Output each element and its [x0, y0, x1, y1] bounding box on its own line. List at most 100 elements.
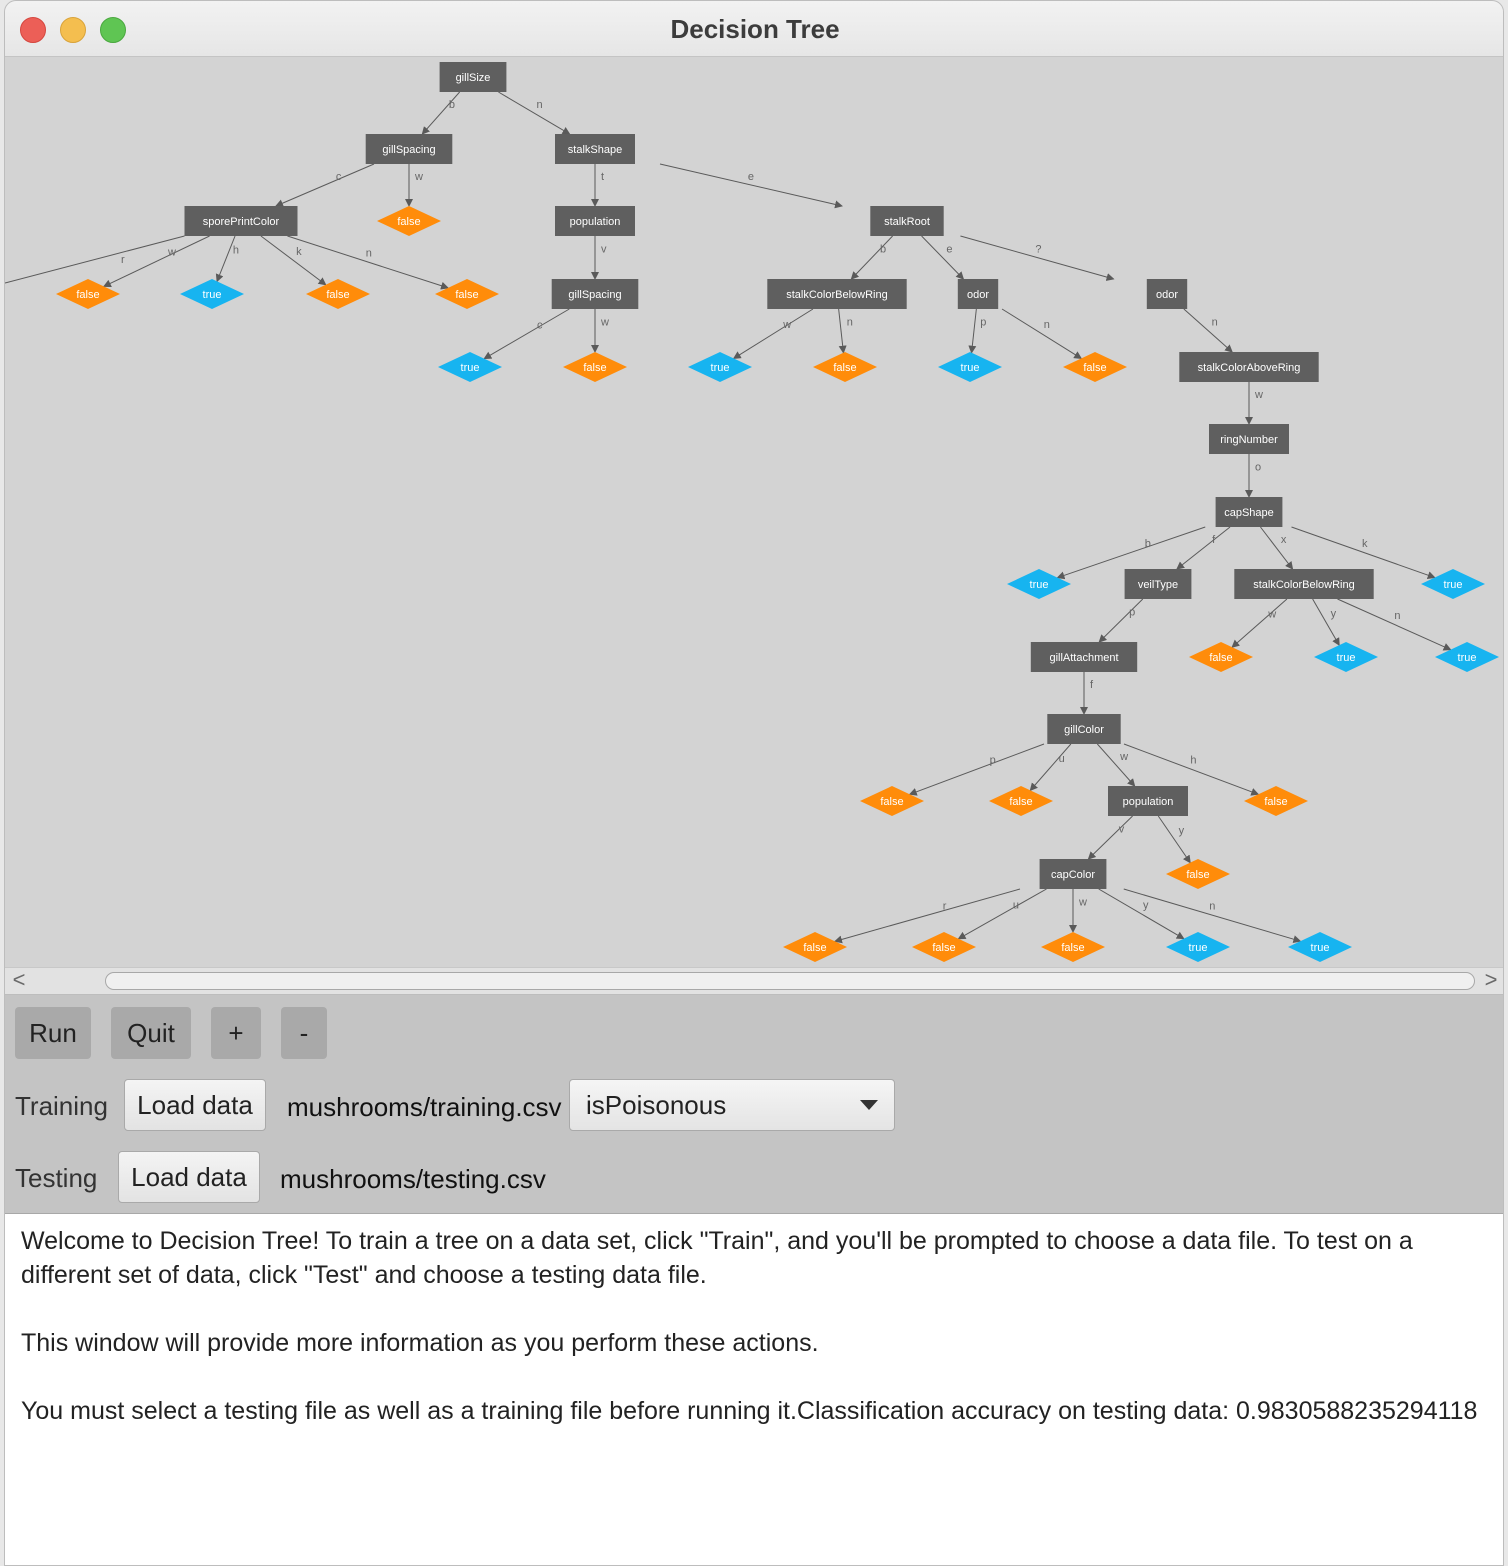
tree-node-label: true	[1444, 579, 1463, 591]
tree-attribute-node: odor	[957, 279, 999, 309]
tree-attribute-node: ringNumber	[1209, 424, 1289, 454]
tree-leaf-false: false	[435, 279, 499, 309]
tree-node-label: stalkRoot	[884, 216, 930, 228]
tree-attribute-node: veilType	[1124, 569, 1192, 599]
horizontal-scrollbar[interactable]: < >	[5, 967, 1503, 995]
attribute-node-box	[1209, 424, 1289, 454]
tree-edge	[1098, 888, 1185, 940]
tree-leaf-true: true	[438, 352, 502, 382]
tree-leaf-false: false	[783, 932, 847, 962]
tree-node-label: population	[570, 216, 621, 228]
zoom-out-button[interactable]: -	[281, 1007, 327, 1059]
scroll-right-arrow-icon[interactable]: >	[1484, 967, 1498, 992]
attribute-node-box	[1047, 714, 1121, 744]
tree-leaf-false: false	[1166, 859, 1230, 889]
attribute-node-box	[555, 206, 635, 236]
tree-edge-label: r	[943, 901, 947, 913]
tree-edge	[1260, 526, 1294, 570]
tree-edge	[1312, 598, 1340, 647]
run-button[interactable]: Run	[15, 1007, 91, 1059]
zoom-window-button[interactable]	[100, 17, 126, 43]
tree-edge-label: b	[880, 243, 886, 255]
tree-node-label: false	[326, 289, 349, 301]
tree-node-label: false	[1209, 652, 1232, 664]
attribute-node-box	[365, 134, 453, 164]
window-title: Decision Tree	[670, 14, 840, 44]
tree-node-label: false	[397, 216, 420, 228]
attribute-node-box	[1215, 497, 1283, 527]
tree-edge	[1231, 598, 1288, 648]
tree-node-label: gillSize	[456, 72, 491, 84]
scroll-left-arrow-icon[interactable]: <	[12, 967, 26, 992]
tree-edge-label: w	[1267, 609, 1276, 621]
title-bar: Decision Tree	[5, 1, 1503, 57]
tree-edge-label: y	[1143, 899, 1149, 911]
tree-attribute-node: sporePrintColor	[184, 206, 298, 236]
output-text-area[interactable]: Welcome to Decision Tree! To train a tre…	[5, 1213, 1503, 1565]
tree-edge	[921, 235, 965, 280]
tree-edge-label: p	[990, 755, 996, 767]
tree-node-label: false	[1186, 869, 1209, 881]
tree-node-label: false	[455, 289, 478, 301]
tree-node-label: true	[1311, 942, 1330, 954]
tree-edge-label: o	[1255, 461, 1261, 473]
leaf-diamond	[989, 786, 1053, 816]
training-load-data-button[interactable]: Load data	[124, 1079, 266, 1131]
tree-edge	[421, 91, 461, 135]
tree-edge-label: p	[1129, 606, 1135, 618]
tree-leaf-false: false	[377, 206, 441, 236]
tree-attribute-node: gillSpacing	[365, 134, 453, 164]
target-attribute-select[interactable]: isPoisonous	[569, 1079, 895, 1131]
attribute-node-box	[555, 134, 635, 164]
tree-node-label: gillSpacing	[568, 289, 621, 301]
tree-edge	[732, 308, 814, 359]
quit-button[interactable]: Quit	[111, 1007, 191, 1059]
tree-node-label: true	[1337, 652, 1356, 664]
tree-node-label: false	[932, 942, 955, 954]
tree-edge-label: e	[946, 243, 952, 255]
tree-leaf-true: true	[688, 352, 752, 382]
scrollbar-thumb[interactable]	[105, 972, 1475, 990]
attribute-node-box	[551, 279, 639, 309]
leaf-diamond	[1314, 642, 1378, 672]
tree-edge	[1029, 743, 1072, 792]
leaf-diamond	[306, 279, 370, 309]
tree-edge	[1291, 526, 1436, 579]
tree-node-label: true	[1458, 652, 1477, 664]
leaf-diamond	[1166, 932, 1230, 962]
leaf-diamond	[860, 786, 924, 816]
leaf-diamond	[1189, 642, 1253, 672]
tree-edge	[833, 888, 1021, 944]
attribute-node-box	[439, 62, 507, 92]
tree-node-label: false	[833, 362, 856, 374]
tree-attribute-node: stalkColorAboveRing	[1179, 352, 1319, 382]
tree-leaf-true: true	[1435, 642, 1499, 672]
tree-leaf-true: true	[938, 352, 1002, 382]
tree-edge	[838, 308, 847, 354]
testing-load-data-button[interactable]: Load data	[118, 1151, 260, 1203]
tree-edge	[659, 163, 843, 209]
leaf-diamond	[1063, 352, 1127, 382]
close-window-button[interactable]	[20, 17, 46, 43]
tree-edge-label: n	[1394, 610, 1400, 622]
tree-edge	[850, 235, 893, 280]
leaf-diamond	[1041, 932, 1105, 962]
tree-edge-label: y	[1331, 608, 1337, 620]
attribute-node-box	[1124, 569, 1192, 599]
tree-node-label: false	[1061, 942, 1084, 954]
leaf-diamond	[1435, 642, 1499, 672]
attribute-node-box	[957, 279, 999, 309]
leaf-diamond	[377, 206, 441, 236]
tree-node-label: true	[203, 289, 222, 301]
leaf-diamond	[783, 932, 847, 962]
tree-edge	[1098, 598, 1144, 643]
tree-leaf-false: false	[860, 786, 924, 816]
leaf-diamond	[435, 279, 499, 309]
tree-edge-label: w	[600, 316, 609, 328]
tree-edge-label: u	[1013, 899, 1019, 911]
zoom-in-button[interactable]: +	[211, 1007, 261, 1059]
tree-edge-label: w	[1078, 896, 1087, 908]
minimize-window-button[interactable]	[60, 17, 86, 43]
